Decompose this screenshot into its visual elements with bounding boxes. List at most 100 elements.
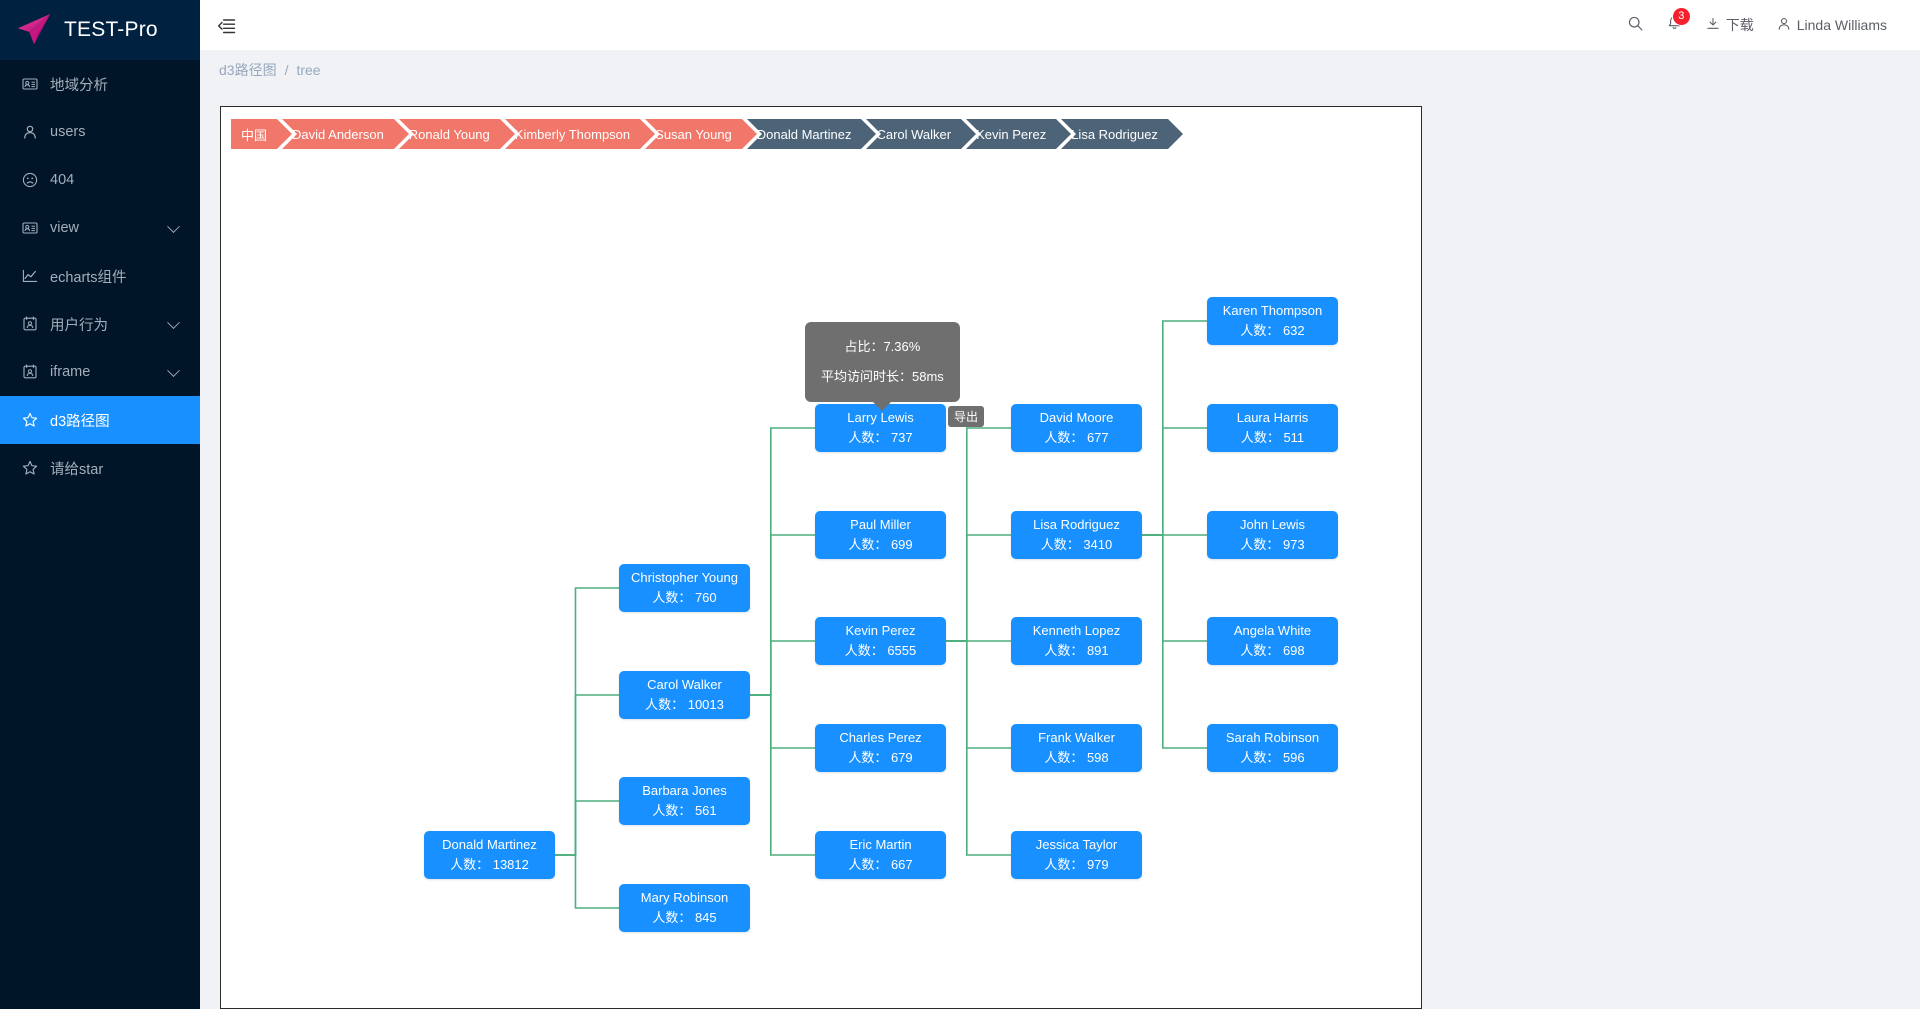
sidebar-item-view[interactable]: view (0, 204, 200, 252)
tree-node-name: John Lewis (1239, 517, 1306, 532)
user-icon (1776, 16, 1792, 35)
tree-node-name: David Moore (1039, 410, 1114, 425)
trail-segment-label: Ronald Young (408, 126, 490, 142)
sidebar-item-label: 地域分析 (50, 77, 108, 94)
tree-node-name: Charles Perez (839, 730, 922, 745)
sidebar-item-请给star[interactable]: 请给star (0, 444, 200, 492)
sad-face-icon (22, 172, 38, 188)
tree-node-name: Angela White (1233, 623, 1312, 638)
sidebar-item-label: echarts组件 (50, 269, 127, 286)
tree-node-value: 人数： 6555 (844, 643, 917, 658)
download-icon (1705, 16, 1721, 35)
trail-segment-label: Carol Walker (876, 126, 952, 142)
trail-segment[interactable]: Kimberly Thompson (504, 119, 661, 149)
logo-text: TEST-Pro (64, 18, 158, 41)
tree-link (1142, 534, 1207, 749)
trail-segment[interactable]: David Anderson (282, 119, 414, 149)
tree-node-value: 人数： 760 (652, 590, 717, 605)
header-actions: 3 下载 Lind (1616, 0, 1920, 50)
sidebar-item-users[interactable]: users (0, 108, 200, 156)
logo[interactable]: TEST-Pro (0, 0, 200, 60)
trail-segment-label: Susan Young (655, 126, 732, 142)
tree-node[interactable]: Angela White 人数： 698 (1207, 617, 1338, 665)
breadcrumb-separator: / (284, 62, 289, 78)
tree-node-value: 人数： 677 (1044, 430, 1109, 445)
trail-segment[interactable]: Kevin Perez (966, 119, 1077, 149)
sidebar-item-404[interactable]: 404 (0, 156, 200, 204)
tree-node-value: 人数： 699 (848, 537, 913, 552)
tree-node-value: 人数： 979 (1044, 857, 1109, 872)
sidebar-item-iframe[interactable]: iframe (0, 348, 200, 396)
notifications-button[interactable]: 3 (1655, 0, 1694, 50)
tree-link (555, 800, 619, 856)
tree-node[interactable]: Larry Lewis 人数： 737 (815, 404, 946, 452)
tree-node-name: Jessica Taylor (1035, 837, 1118, 852)
trail-segment[interactable]: Susan Young (645, 119, 762, 149)
download-button[interactable]: 下载 (1694, 0, 1765, 50)
tree-node-value: 人数： 598 (1044, 750, 1109, 765)
tree-link (946, 640, 1011, 856)
tree-link (946, 640, 1011, 749)
tree-link (555, 694, 619, 856)
paper-plane-icon (16, 13, 54, 47)
tree-node[interactable]: David Moore 人数： 677 (1011, 404, 1142, 452)
trail-segment[interactable]: 中国 (231, 119, 298, 149)
tree-node[interactable]: Jessica Taylor 人数： 979 (1011, 831, 1142, 879)
sidebar-item-echarts组件[interactable]: echarts组件 (0, 252, 200, 300)
breadcrumb-item-current[interactable]: d3路径图 (219, 62, 277, 78)
tree-node-name: Christopher Young (631, 570, 738, 585)
export-button[interactable]: 导出 (948, 406, 985, 427)
tree-link (1142, 534, 1207, 642)
chevron-down-icon (167, 220, 180, 234)
tree-node-value: 人数： 13812 (450, 857, 529, 872)
sidebar-item-地域分析[interactable]: 地域分析 (0, 60, 200, 108)
tree-node-value: 人数： 698 (1240, 643, 1305, 658)
trail-segment[interactable]: Donald Martinez (746, 119, 882, 149)
breadcrumb-item-tree: tree (296, 62, 321, 78)
trail-segment[interactable]: Ronald Young (398, 119, 520, 149)
tree-node-value: 人数： 511 (1240, 430, 1305, 445)
tree-node-value: 人数： 667 (848, 857, 913, 872)
search-button[interactable] (1616, 0, 1655, 50)
tree-link (750, 427, 815, 696)
user-menu[interactable]: Linda Williams (1765, 0, 1898, 50)
sidebar-item-用户行为[interactable]: 用户行为 (0, 300, 200, 348)
tree-node-name: Barbara Jones (642, 783, 727, 798)
tree-node-name: Larry Lewis (847, 410, 914, 425)
sidebar-item-label: view (50, 220, 80, 236)
tree-node-value: 人数： 596 (1240, 750, 1305, 765)
user-name: Linda Williams (1796, 17, 1887, 33)
tree-link (555, 854, 619, 909)
tree-node[interactable]: Christopher Young 人数： 760 (619, 564, 750, 612)
tree-node-value: 人数： 737 (848, 430, 913, 445)
notification-badge: 3 (1672, 8, 1690, 25)
tree-link (750, 694, 815, 856)
tree-node-value: 人数： 891 (1044, 643, 1109, 658)
tree-node-value: 人数： 10013 (645, 697, 724, 712)
trail-segment[interactable]: Carol Walker (866, 119, 981, 149)
trail-segment-label: Lisa Rodriguez (1071, 126, 1158, 142)
trail-segment-label: Donald Martinez (756, 126, 852, 142)
sidebar-item-d3路径图[interactable]: d3路径图 (0, 396, 200, 444)
trail-segment[interactable]: Lisa Rodriguez (1061, 119, 1188, 149)
sidebar-item-label: 404 (50, 172, 75, 188)
collapse-menu-icon[interactable] (214, 12, 240, 38)
